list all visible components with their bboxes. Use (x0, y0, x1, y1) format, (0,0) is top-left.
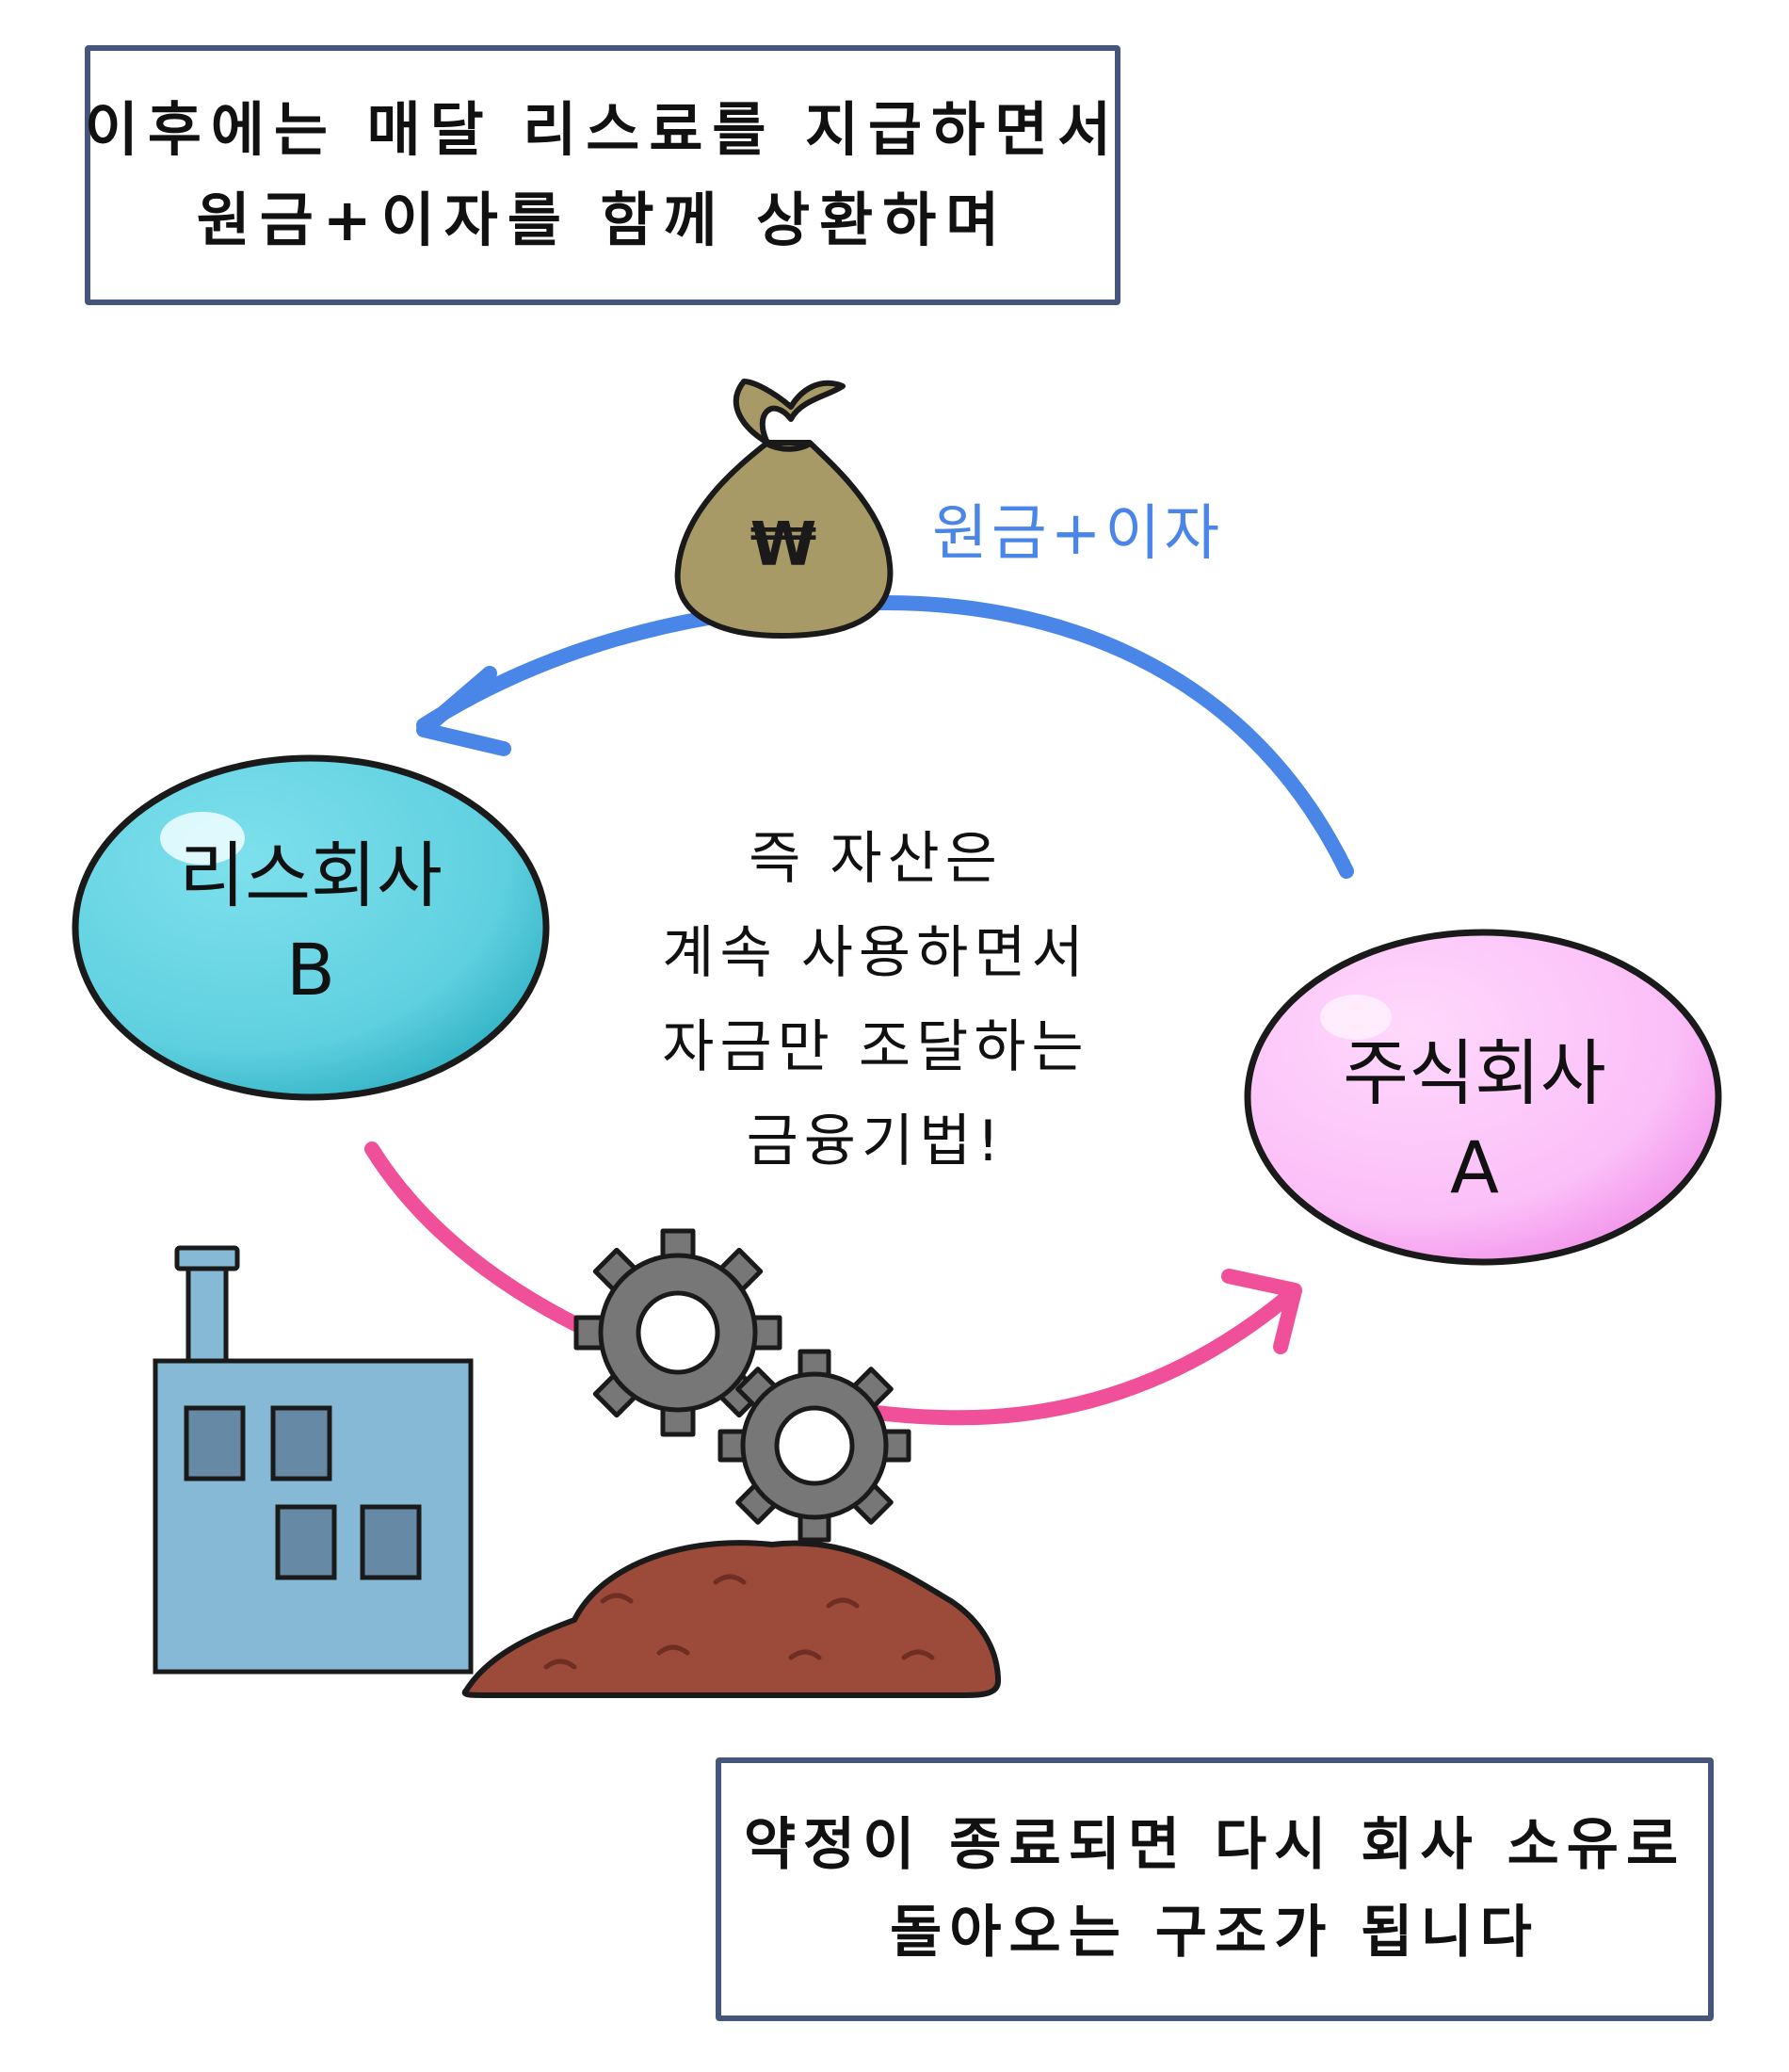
dirt-pile-icon (461, 1540, 1001, 1698)
top-caption-line-1: 이후에는 매달 리스료를 지급하면서 (84, 94, 1121, 164)
lease-company-letter: B (285, 928, 336, 1012)
bottom-caption-line-1: 약정이 종료되면 다시 회사 소유로 (743, 1812, 1686, 1878)
pink-arrowhead (1221, 1269, 1302, 1354)
center-text-line: 계속 사용하면서 (662, 920, 1089, 986)
bottom-caption-box: 약정이 종료되면 다시 회사 소유로 돌아오는 구조가 됩니다 (716, 1757, 1714, 2021)
won-symbol: ₩ (750, 510, 817, 580)
highlight (160, 812, 245, 865)
center-text-line: 자금만 조달하는 (662, 1014, 1089, 1080)
lease-company-ellipse (72, 754, 550, 1101)
blue-arrow (416, 594, 1354, 879)
gear-icon (573, 1228, 782, 1437)
factory-window (360, 1504, 422, 1580)
top-caption-line-2: 원금+이자를 함께 상환하며 (196, 186, 1009, 254)
factory-window (275, 1504, 337, 1580)
lease-company-label: 리스회사 B (75, 829, 546, 1017)
money-bag-icon: ₩ (674, 379, 894, 639)
bottom-caption-line-2: 돌아오는 구조가 됩니다 (890, 1900, 1539, 1966)
gear-icon (717, 1349, 911, 1543)
top-caption-box: 이후에는 매달 리스료를 지급하면서 원금+이자를 함께 상환하며 (85, 45, 1120, 305)
highlight (1320, 995, 1392, 1040)
lease-company-name: 리스회사 (179, 834, 443, 917)
corporation-ellipse (1244, 929, 1722, 1266)
arrow-label: 원금+이자 (932, 499, 1224, 569)
center-explanation: 즉 자산은 계속 사용하면서 자금만 조달하는 금융기법! (593, 812, 1158, 1189)
pink-arrow (364, 1141, 1302, 1426)
blue-arrowhead (416, 666, 511, 756)
factory-window (184, 1405, 246, 1481)
factory-icon (153, 1245, 474, 1675)
corporation-name: 주식회사 (1343, 1031, 1606, 1115)
center-text-line: 즉 자산은 (749, 826, 1003, 892)
center-text-line: 금융기법! (746, 1109, 1006, 1174)
corporation-letter: A (1450, 1125, 1499, 1209)
corporation-label: 주식회사 A (1239, 1027, 1710, 1215)
factory-window (270, 1405, 332, 1481)
